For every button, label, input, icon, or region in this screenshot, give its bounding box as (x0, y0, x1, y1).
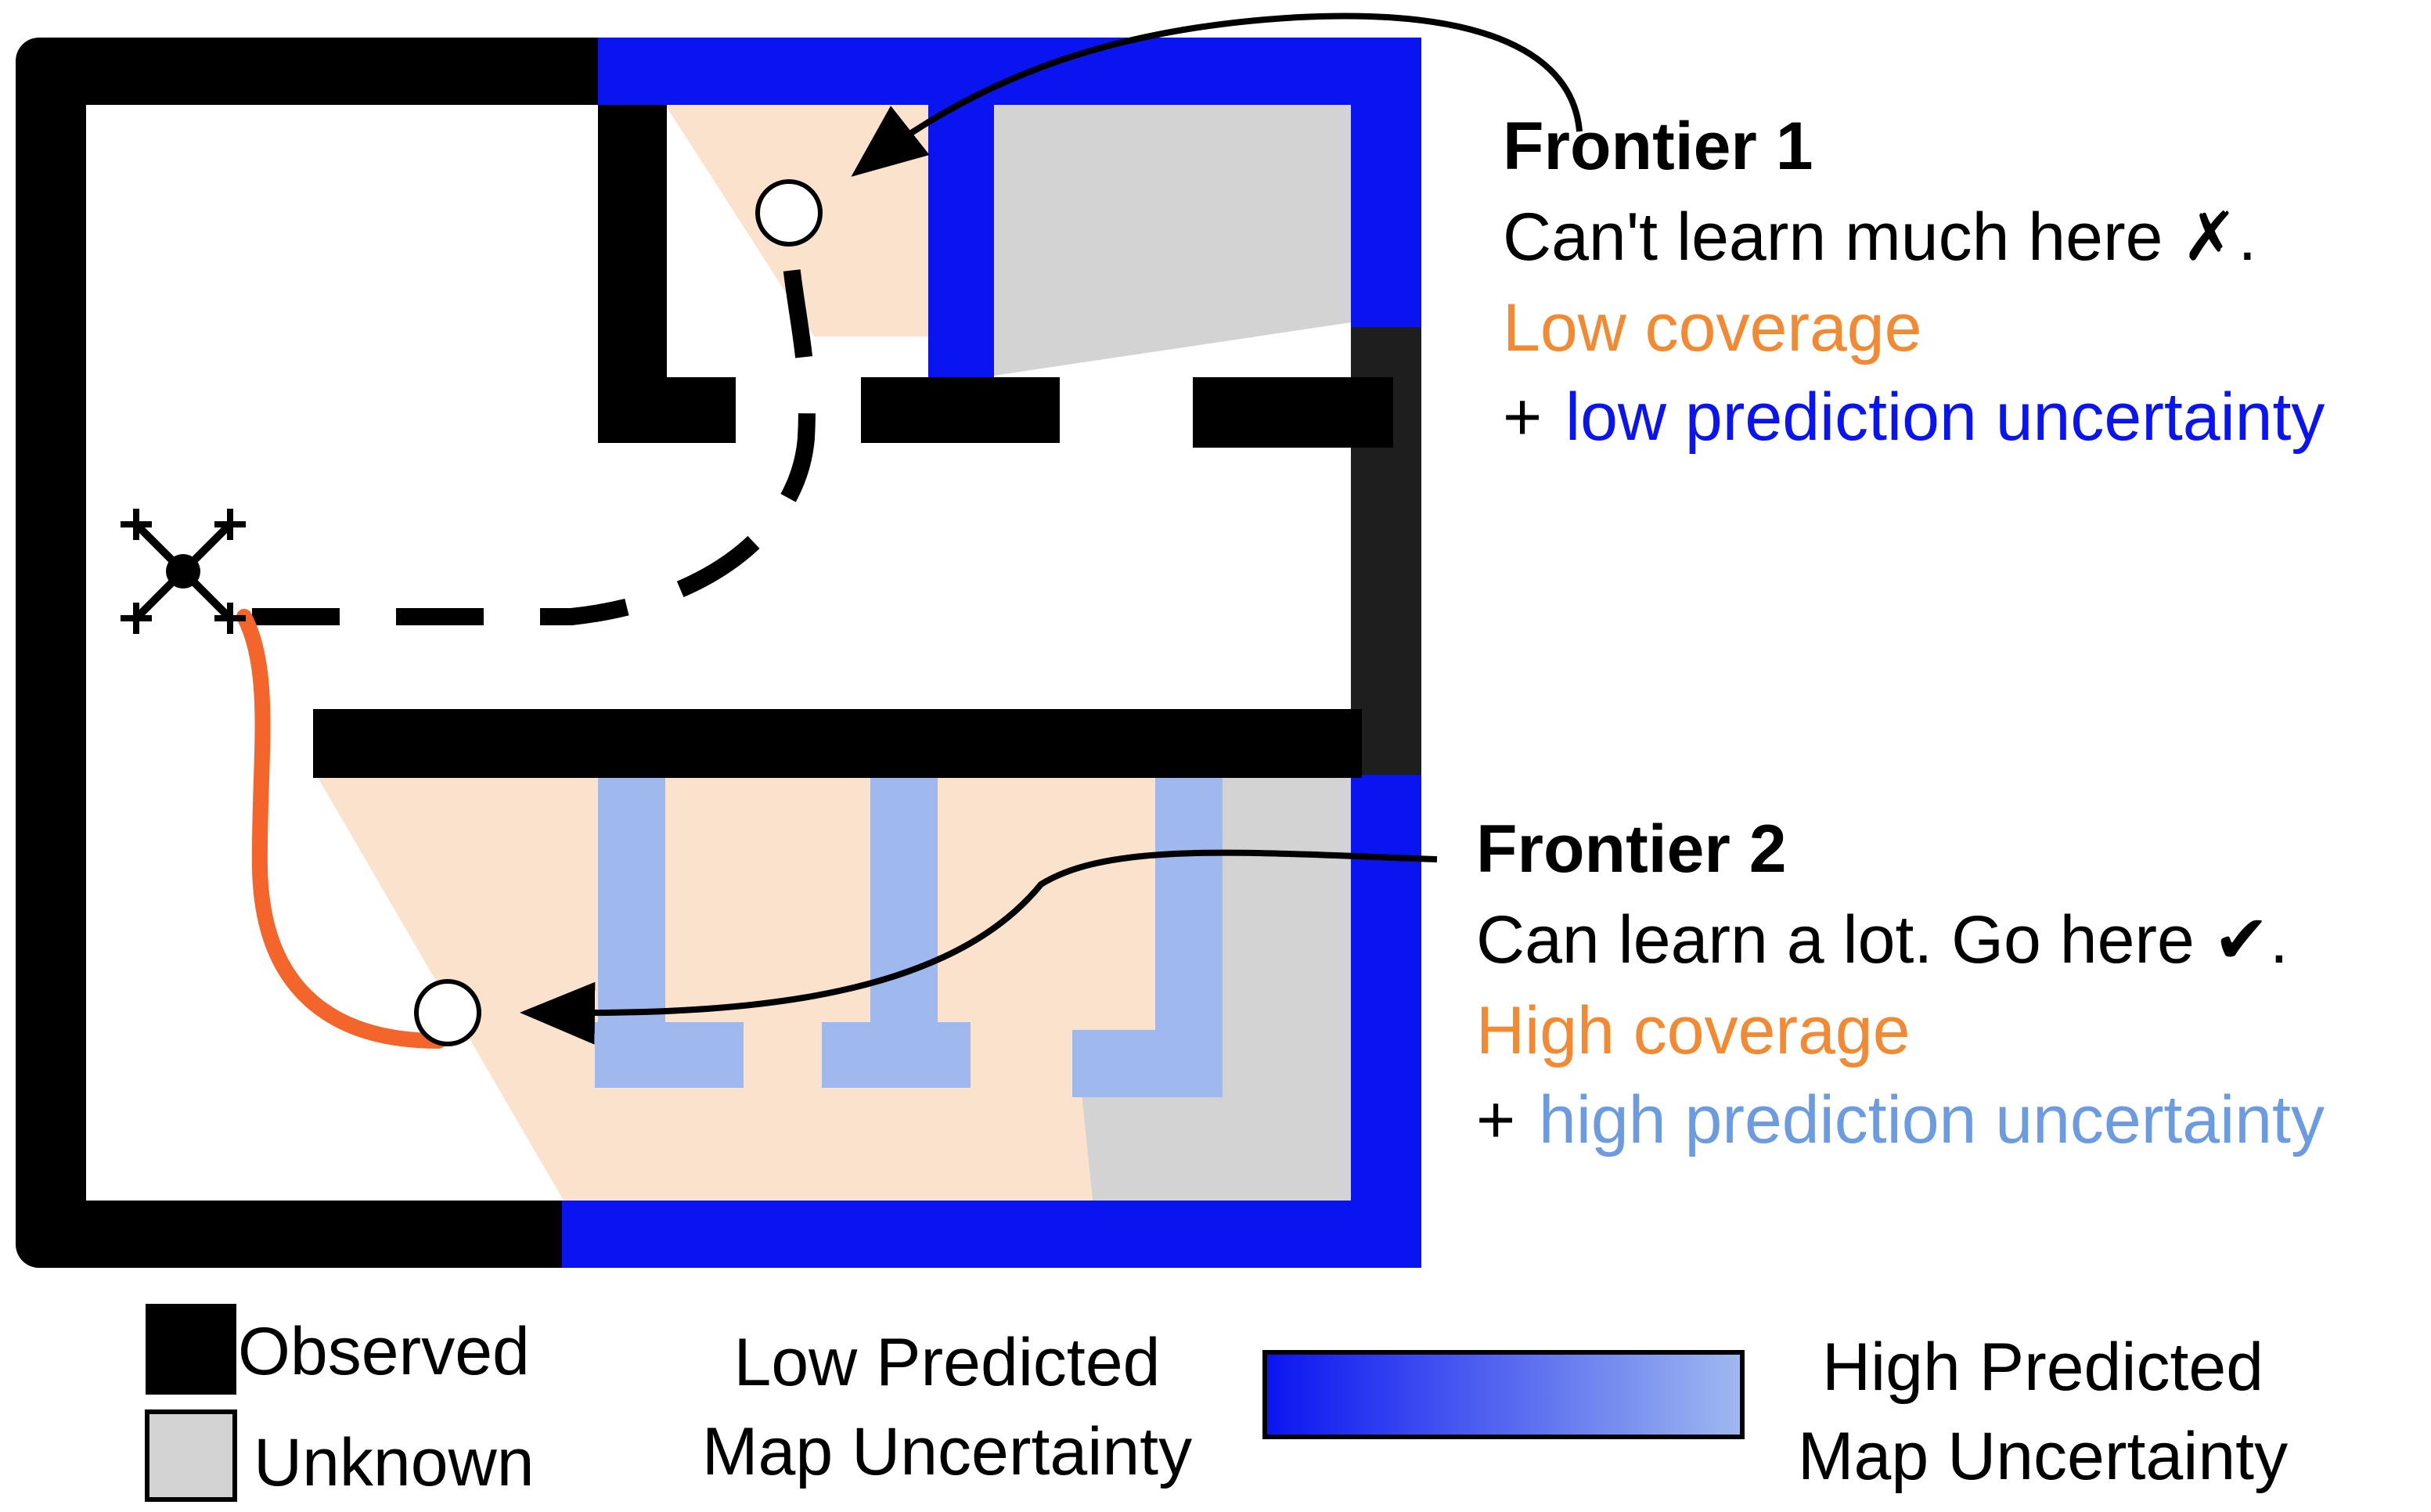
robot-path-frontier-2 (236, 609, 446, 1049)
wall-observed-top-room-bottom-3 (1193, 377, 1393, 448)
legend-swatch-unknown (145, 1409, 237, 1502)
frontier-1-plus: + (1503, 380, 1542, 455)
legend-label-unknown: Unknown (254, 1425, 535, 1500)
callout-arrow-frontier-2 (520, 849, 1438, 1045)
legend-high-uncertainty-line-2: Map Uncertainty (1798, 1419, 2288, 1494)
legend-low-uncertainty-line-2: Map Uncertainty (702, 1414, 1192, 1489)
coverage-cone-frontier-2 (316, 775, 1221, 1201)
frontier-1-uncertainty: low prediction uncertainty (1565, 380, 2325, 455)
frontier-2-coverage: High coverage (1476, 993, 1911, 1068)
wall-low-uncertainty-top (598, 38, 1421, 106)
predicted-wall (1072, 1030, 1223, 1097)
frontier-1-coverage: Low coverage (1503, 290, 1921, 365)
frontier-2-uncertainty: high prediction uncertainty (1539, 1082, 2325, 1157)
frontier-1-title: Frontier 1 (1503, 109, 1813, 184)
floor-map (16, 38, 1421, 1268)
wall-low-uncertainty-bottom (562, 1201, 1421, 1268)
legend: Observed Unknown Low Predicted Map Uncer… (145, 1304, 2288, 1502)
legend-label-observed: Observed (238, 1314, 530, 1389)
legend-high-uncertainty-line-1: High Predicted (1822, 1330, 2264, 1405)
wall-observed-divider (313, 709, 1362, 778)
frontier-2-plus: + (1476, 1082, 1515, 1157)
wall-low-uncertainty-right-upper (1351, 38, 1421, 327)
wall-low-uncertainty-right-lower (1351, 775, 1421, 1268)
wall-observed-top-room-bottom-1 (598, 377, 736, 443)
unknown-area-top (994, 105, 1351, 376)
legend-uncertainty-gradient (1262, 1350, 1745, 1439)
frontier-2-title: Frontier 2 (1476, 812, 1787, 887)
legend-swatch-observed (146, 1304, 236, 1395)
legend-low-uncertainty-line-1: Low Predicted (734, 1325, 1161, 1400)
frontier-1-marker (755, 179, 823, 247)
predicted-wall (822, 1022, 971, 1088)
wall-low-uncertainty-top-room (928, 105, 994, 379)
drone-icon (121, 509, 246, 634)
planned-path-frontier-1 (252, 234, 816, 625)
predicted-wall (595, 1022, 744, 1088)
callout-arrow-frontier-1 (851, 13, 1583, 177)
wall-observed-top-room-bottom-2 (861, 377, 1060, 443)
frontier-1-description: Can't learn much here ✗. (1503, 200, 2256, 275)
frontier-2-description: Can learn a lot. Go here ✔. (1476, 902, 2289, 977)
predicted-walls-high-uncertainty (595, 778, 1223, 1097)
frontier-2-marker (414, 979, 481, 1046)
